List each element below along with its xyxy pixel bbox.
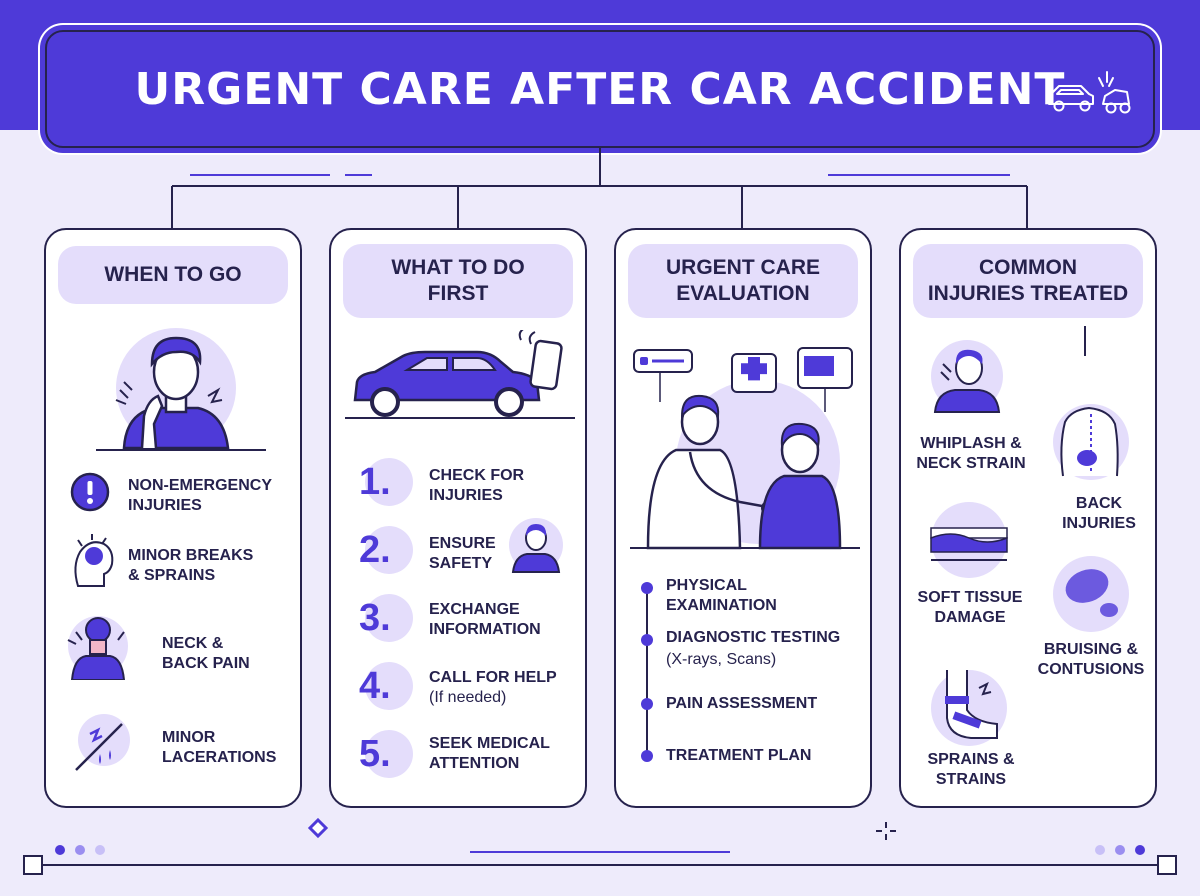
footer-decorations [23, 818, 1177, 875]
timeline-bullet [641, 750, 653, 762]
injury-label: SPRAINS & STRAINS [927, 751, 1015, 788]
card-title: WHAT TO DO FIRST [343, 244, 573, 318]
laceration-icon [75, 714, 130, 771]
injury-label: WHIPLASH & NECK STRAIN [916, 435, 1026, 472]
item-label: NON-EMERGENCY INJURIES [128, 477, 273, 514]
injury-label: BACK INJURIES [1062, 495, 1136, 532]
evaluation-note: (X-rays, Scans) [666, 651, 777, 668]
car-illustration [345, 330, 575, 419]
page-header: URGENT CARE AFTER CAR ACCIDENT [45, 30, 1155, 148]
step-number: 4. [359, 665, 391, 707]
card-title: WHEN TO GO [58, 246, 288, 304]
ankle-sprain-icon [931, 670, 1007, 746]
page-title: URGENT CARE AFTER CAR ACCIDENT [134, 63, 1066, 115]
injury-label: BRUISING & CONTUSIONS [1037, 641, 1145, 678]
step-label: EXCHANGE INFORMATION [429, 601, 541, 638]
step-label: ENSURE SAFETY [429, 535, 496, 572]
back-injury-icon [1053, 326, 1129, 480]
neck-pain-person-illustration [96, 328, 266, 451]
injury-label: SOFT TISSUE DAMAGE [917, 589, 1023, 626]
step-number: 2. [359, 529, 391, 571]
person-icon [509, 518, 563, 573]
car-crash-icon [1048, 71, 1131, 114]
whiplash-icon [931, 340, 1003, 413]
evaluation-label: DIAGNOSTIC TESTING [666, 629, 841, 646]
step-number: 5. [359, 733, 391, 775]
item-label: MINOR BREAKS & SPRAINS [128, 547, 254, 584]
step-label: CALL FOR HELP [429, 669, 557, 686]
step-number: 1. [359, 461, 391, 503]
neck-pain-icon [67, 616, 128, 680]
card-title: COMMON INJURIES TREATED [913, 244, 1143, 318]
bruise-icon [1053, 556, 1129, 632]
header-dots-decoration [115, 24, 133, 30]
soft-tissue-icon [930, 502, 1008, 578]
card-urgent-care-evaluation: URGENT CARE EVALUATION PHYSICAL EXAMINAT… [614, 228, 872, 808]
head-pain-icon [74, 534, 114, 587]
step-label: SEEK MEDICAL ATTENTION [429, 735, 550, 772]
timeline-line [646, 584, 648, 758]
card-common-injuries: COMMON INJURIES TREATED WHIPLASH & NECK … [899, 228, 1157, 808]
step-label: CHECK FOR INJURIES [429, 467, 525, 504]
card-when-to-go: WHEN TO GO NON-EMERGENCY INJURIES MINOR … [44, 228, 302, 808]
timeline-bullet [641, 634, 653, 646]
evaluation-label: PHYSICAL EXAMINATION [666, 577, 777, 614]
exclamation-icon [70, 472, 110, 512]
timeline-bullet [641, 698, 653, 710]
evaluation-label: PAIN ASSESSMENT [666, 695, 818, 712]
connector-lines [171, 148, 1028, 228]
step-number: 3. [359, 597, 391, 639]
item-label: NECK & BACK PAIN [162, 635, 250, 672]
card-title: URGENT CARE EVALUATION [628, 244, 858, 318]
card-what-to-do-first: WHAT TO DO FIRST 1. CHECK FOR INJURIES 2… [329, 228, 587, 808]
step-note: (If needed) [429, 689, 507, 706]
timeline-bullet [641, 582, 653, 594]
evaluation-label: TREATMENT PLAN [666, 747, 812, 764]
doctor-patient-illustration [630, 347, 860, 550]
item-label: MINOR LACERATIONS [162, 729, 277, 766]
